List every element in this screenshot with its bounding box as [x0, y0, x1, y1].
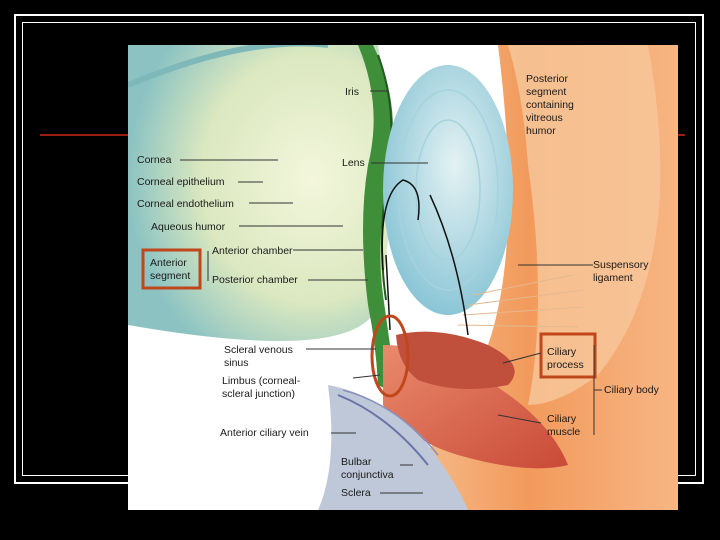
limbus-label: Limbus (corneal- scleral junction)	[222, 375, 301, 400]
svg-text:Anterior: Anterior	[150, 257, 187, 269]
svg-text:Scleral venous: Scleral venous	[224, 344, 293, 356]
lens-label: Lens	[342, 157, 365, 169]
svg-text:Ciliary: Ciliary	[547, 413, 577, 425]
anterior-segment-label: Anterior segment	[150, 257, 190, 282]
ciliary-process-highlight-box	[539, 332, 597, 379]
svg-text:muscle: muscle	[547, 426, 580, 438]
cornea-dome	[128, 45, 391, 341]
ciliary-muscle-label: Ciliary muscle	[547, 413, 580, 438]
anterior-ciliary-vein-label: Anterior ciliary vein	[220, 427, 309, 439]
sclera-label: Sclera	[341, 487, 371, 499]
svg-text:conjunctiva: conjunctiva	[341, 469, 394, 481]
scleral-venous-sinus-highlight	[370, 314, 410, 398]
svg-text:Ciliary: Ciliary	[547, 346, 577, 358]
svg-text:vitreous: vitreous	[526, 112, 563, 124]
vitreous-region	[508, 45, 661, 405]
cornea-edge	[128, 45, 328, 88]
corneal-endothelium-label: Corneal endothelium	[137, 198, 234, 210]
svg-text:process: process	[547, 359, 584, 371]
svg-text:Bulbar: Bulbar	[341, 456, 372, 468]
aqueous-humor-label: Aqueous humor	[151, 221, 226, 233]
suspensory-ligament-fibres	[457, 274, 584, 328]
ciliary-process-label: Ciliary process	[547, 346, 584, 371]
posterior-chamber-label: Posterior chamber	[212, 274, 298, 286]
iris-label: Iris	[345, 86, 359, 98]
ciliary-process-region	[396, 331, 515, 389]
ciliary-body-label: Ciliary body	[604, 384, 660, 396]
iris-band	[358, 45, 394, 390]
eye-anatomy-diagram: Iris Posterior segment containing vitreo…	[128, 45, 678, 510]
suspensory-ligament-label: Suspensory ligament	[593, 259, 649, 284]
svg-text:Limbus (corneal-: Limbus (corneal-	[222, 375, 301, 387]
svg-text:scleral junction): scleral junction)	[222, 388, 295, 400]
anterior-chamber-label: Anterior chamber	[212, 245, 293, 257]
lens-shape	[383, 65, 513, 315]
scleral-venous-sinus-label: Scleral venous sinus	[224, 344, 293, 369]
bulbar-conjunctiva-region	[318, 385, 468, 510]
cornea-label: Cornea	[137, 154, 172, 166]
svg-text:sinus: sinus	[224, 357, 249, 369]
svg-text:ligament: ligament	[593, 272, 633, 284]
svg-text:Suspensory: Suspensory	[593, 259, 649, 271]
svg-text:segment: segment	[150, 270, 190, 282]
posterior-segment-label: Posterior segment containing vitreous hu…	[526, 73, 574, 137]
anterior-segment-highlight-box	[141, 248, 202, 290]
corneal-epithelium-label: Corneal epithelium	[137, 176, 225, 188]
svg-text:humor: humor	[526, 125, 556, 137]
svg-text:segment: segment	[526, 86, 566, 98]
svg-text:containing: containing	[526, 99, 574, 111]
svg-text:Posterior: Posterior	[526, 73, 569, 85]
bulbar-conjunctiva-label: Bulbar conjunctiva	[341, 456, 394, 481]
